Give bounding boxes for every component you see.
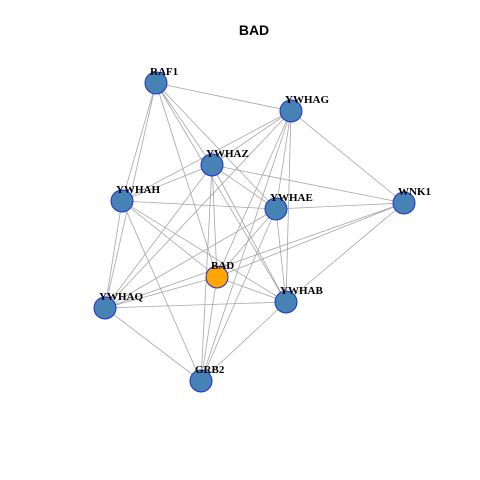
node-ywhah[interactable]: YWHAH — [110, 184, 160, 213]
edge-bad-grb2 — [200, 276, 218, 382]
edge-raf1-ywhaz — [155, 82, 213, 166]
edge-ywhae-ywhaq — [104, 208, 277, 309]
node-ywhaz[interactable]: YWHAZ — [200, 148, 249, 177]
edge-ywhaz-ywhab — [211, 164, 287, 303]
edge-ywhab-grb2 — [200, 301, 287, 382]
diagram-title: BAD — [239, 22, 269, 38]
edge-raf1-ywhah — [121, 82, 157, 202]
node-label: BAD — [211, 260, 234, 272]
edge-bad-ywhab — [216, 276, 287, 303]
node-label: GRB2 — [195, 364, 225, 376]
node-circle[interactable] — [205, 265, 229, 289]
node-circle[interactable] — [264, 197, 288, 221]
node-ywhaq[interactable]: YWHAQ — [93, 291, 143, 320]
node-circle[interactable] — [93, 296, 117, 320]
edge-ywhae-ywhab — [275, 208, 287, 303]
edge-layer — [104, 82, 405, 382]
edge-ywhae-grb2 — [200, 208, 277, 382]
node-ywhae[interactable]: YWHAE — [264, 192, 313, 221]
edge-ywhag-ywhaq — [104, 110, 292, 309]
edge-wnk1-bad — [216, 202, 405, 278]
edge-ywhaz-ywhaq — [104, 164, 213, 309]
node-ywhag[interactable]: YWHAG — [279, 94, 329, 123]
node-raf1[interactable]: RAF1 — [144, 66, 178, 95]
node-label: YWHAQ — [99, 291, 143, 303]
edge-ywhae-wnk1 — [275, 202, 405, 210]
edge-ywhah-ywhaq — [104, 200, 123, 309]
edge-ywhaq-ywhab — [104, 301, 287, 309]
node-circle[interactable] — [274, 290, 298, 314]
node-circle[interactable] — [200, 153, 224, 177]
node-circle[interactable] — [279, 99, 303, 123]
node-label: RAF1 — [150, 66, 178, 78]
edge-ywhaz-wnk1 — [211, 164, 405, 204]
edge-ywhag-ywhab — [285, 110, 292, 303]
edge-ywhae-bad — [216, 208, 277, 278]
edge-ywhaq-grb2 — [104, 307, 202, 382]
node-grb2[interactable]: GRB2 — [189, 364, 225, 393]
edge-raf1-bad — [155, 82, 218, 278]
node-circle[interactable] — [392, 191, 416, 215]
edge-ywhaz-bad — [211, 164, 218, 278]
edge-raf1-ywhae — [155, 82, 277, 210]
edge-bad-ywhaq — [104, 276, 218, 309]
edge-raf1-ywhag — [155, 82, 292, 112]
node-label: YWHAH — [116, 184, 160, 196]
edge-ywhaz-ywhah — [121, 164, 213, 202]
edge-ywhah-grb2 — [121, 200, 202, 382]
node-label: YWHAZ — [206, 148, 249, 160]
edge-ywhaz-ywhae — [211, 164, 277, 210]
node-circle[interactable] — [110, 189, 134, 213]
node-bad[interactable]: BAD — [205, 260, 234, 289]
node-wnk1[interactable]: WNK1 — [392, 186, 431, 215]
edge-raf1-ywhab — [155, 82, 287, 303]
node-label: YWHAB — [280, 285, 323, 297]
edge-ywhag-ywhae — [275, 110, 292, 210]
node-label: YWHAG — [285, 94, 329, 106]
edge-ywhah-bad — [121, 200, 218, 278]
node-label: YWHAE — [270, 192, 313, 204]
edge-ywhah-ywhae — [121, 200, 277, 210]
edge-ywhag-grb2 — [200, 110, 292, 382]
node-label: WNK1 — [398, 186, 431, 198]
node-circle[interactable] — [144, 71, 168, 95]
edge-ywhah-ywhab — [121, 200, 287, 303]
edge-ywhag-ywhaz — [211, 110, 292, 166]
node-circle[interactable] — [189, 369, 213, 393]
edge-wnk1-ywhab — [285, 202, 405, 303]
edge-wnk1-ywhaq — [104, 202, 405, 309]
node-ywhab[interactable]: YWHAB — [274, 285, 323, 314]
edge-ywhag-wnk1 — [290, 110, 405, 204]
